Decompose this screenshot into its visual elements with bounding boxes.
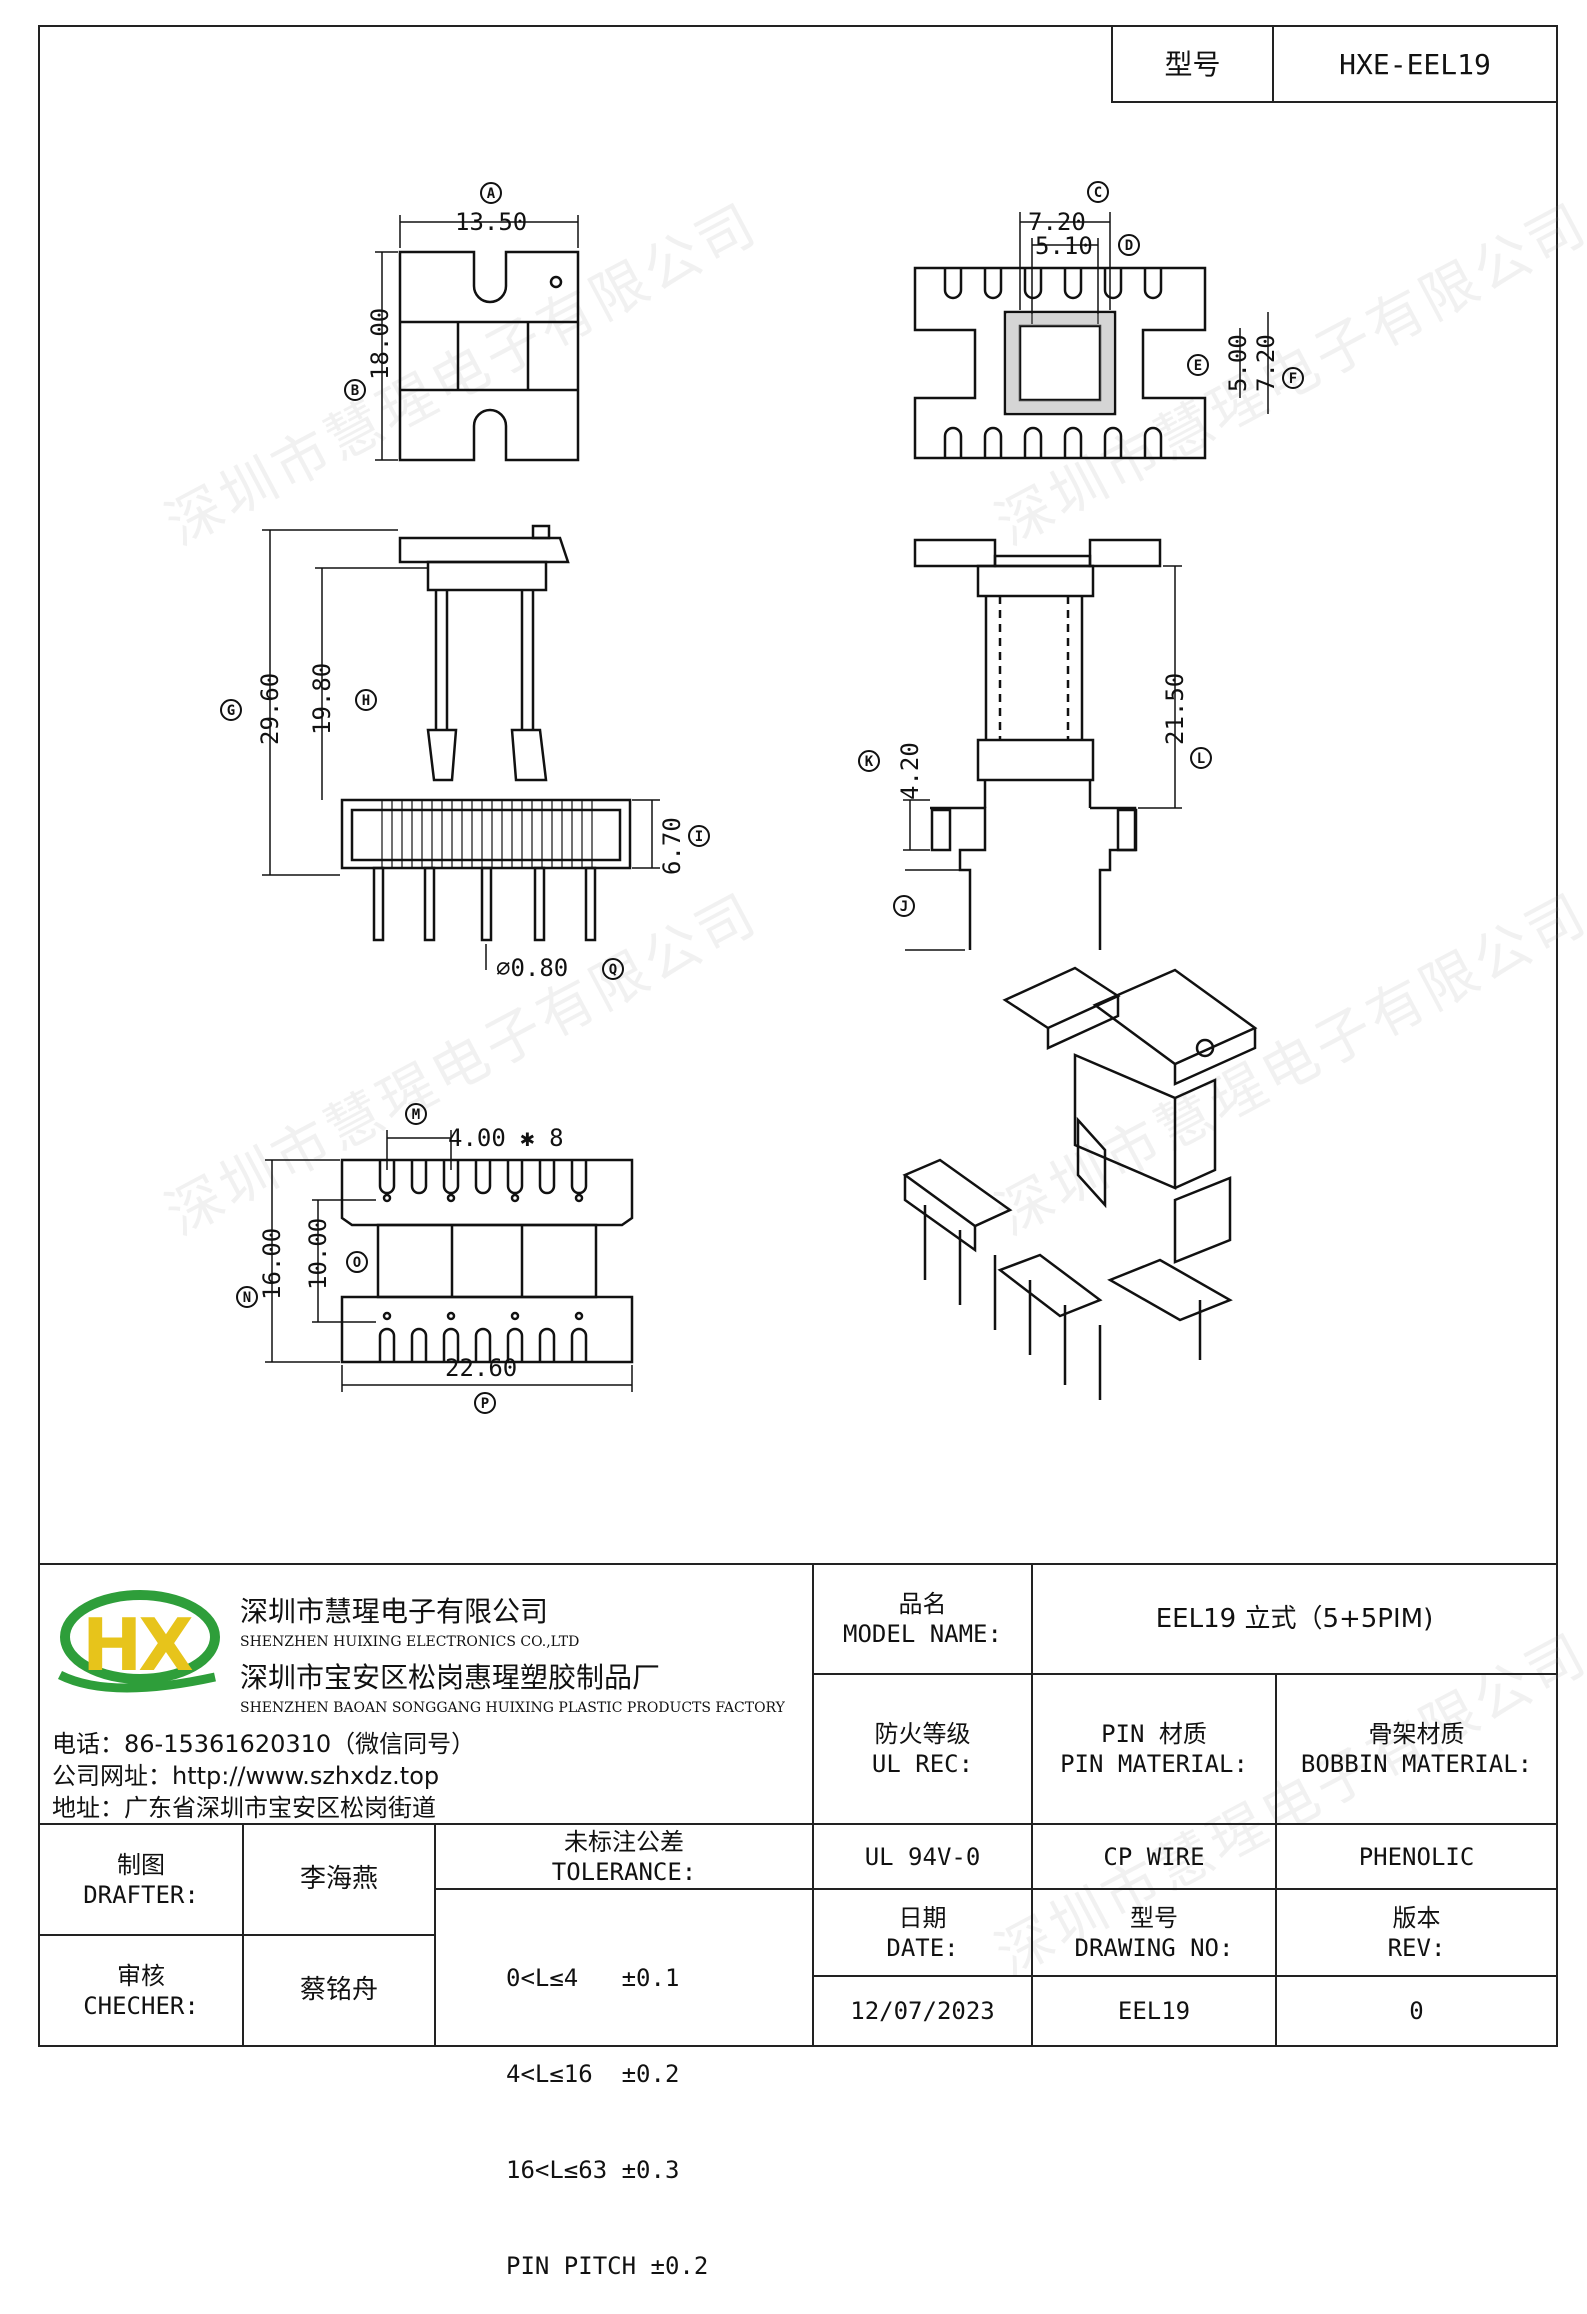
dim-N: 16.00 (258, 1228, 286, 1300)
dim-M: 4.00 ✱ 8 (448, 1124, 564, 1152)
company-address: 地址：广东省深圳市宝安区松岗街道 (52, 1794, 436, 1822)
letter-I: I (695, 829, 703, 845)
dim-O: 10.00 (304, 1218, 332, 1290)
dim-L: 21.50 (1161, 673, 1189, 745)
tolerance-line: 16<L≤63 ±0.3 (506, 2156, 680, 2184)
ul-rec-value: UL 94V-0 (864, 1842, 981, 1871)
dim-E: 5.00 (1224, 334, 1252, 392)
letter-A: A (487, 186, 496, 202)
drafter-cn: 制图 (117, 1850, 165, 1879)
drawing-no-en: DRAWING NO: (1074, 1933, 1234, 1962)
header-model-value: HXE-EEL19 (1339, 47, 1491, 81)
company-name-en: SHENZHEN HUIXING ELECTRONICS CO.,LTD (240, 1634, 580, 1650)
dim-P: 22.60 (445, 1354, 517, 1382)
letter-C: C (1094, 185, 1102, 201)
rev-label: 版本 REV: (1277, 1890, 1556, 1975)
tolerance-en: TOLERANCE: (551, 1857, 697, 1886)
date-label: 日期 DATE: (814, 1890, 1031, 1975)
model-name-label: 品名 MODEL NAME: (814, 1565, 1031, 1673)
letter-N: N (243, 1290, 251, 1306)
dim-H: 19.80 (308, 663, 336, 735)
letter-Q: Q (609, 962, 617, 978)
top-view (375, 215, 580, 462)
ul-rec-cn: 防火等级 (874, 1720, 971, 1748)
dimension-letters (220, 181, 1304, 1414)
company-name-cn: 深圳市慧瑆电子有限公司 (240, 1595, 549, 1628)
factory-name-en: SHENZHEN BAOAN SONGGANG HUIXING PLASTIC … (240, 1700, 785, 1716)
pin-material-value: CP WIRE (1103, 1842, 1205, 1871)
pin-material-en: PIN MATERIAL: (1060, 1750, 1248, 1778)
checker-cn: 审核 (117, 1961, 165, 1990)
bobbin-material-en: BOBBIN MATERIAL: (1300, 1750, 1533, 1778)
checker-label: 审核 CHECHER: (40, 1936, 242, 2045)
letter-F: F (1289, 371, 1297, 387)
letter-G: G (227, 703, 235, 719)
dim-A: 13.50 (455, 208, 527, 236)
bobbin-material-cn: 骨架材质 (1368, 1720, 1465, 1748)
drafter-en: DRAFTER: (83, 1880, 199, 1909)
dim-F: 7.20 (1252, 334, 1280, 392)
tolerance-line: PIN PITCH ±0.2 (506, 2252, 709, 2280)
ul-rec-label: 防火等级 UL REC: (814, 1675, 1031, 1823)
drafter-label: 制图 DRAFTER: (40, 1825, 242, 1934)
letter-K: K (865, 754, 874, 770)
letter-H: H (362, 693, 370, 709)
letter-J: J (900, 899, 908, 915)
letter-B: B (351, 383, 359, 399)
dim-C: 7.20 (1028, 208, 1086, 236)
pin-material-cn: PIN 材质 (1101, 1720, 1207, 1748)
company-website: 公司网址：http://www.szhxdz.top (52, 1762, 440, 1790)
drafter-name: 李海燕 (299, 1864, 378, 1895)
tolerance-line: 4<L≤16 ±0.2 (506, 2060, 680, 2088)
date-value: 12/07/2023 (850, 1997, 995, 2025)
ul-rec-en: UL REC: (871, 1750, 974, 1778)
bobbin-material-label: 骨架材质 BOBBIN MATERIAL: (1277, 1675, 1556, 1823)
date-cn: 日期 (898, 1903, 947, 1932)
drawing-no-value: EEL19 (1117, 1997, 1191, 2025)
rev-en: REV: (1387, 1933, 1446, 1962)
company-logo: HX (50, 1585, 220, 1700)
model-name-value: EEL19 立式（5+5PIM) (1155, 1603, 1434, 1634)
checker-en: CHECHER: (83, 1991, 199, 2020)
dim-G: 29.60 (256, 673, 284, 745)
tolerance-cn: 未标注公差 (564, 1827, 684, 1856)
logo-text: HX (82, 1603, 194, 1687)
letter-M: M (412, 1107, 420, 1123)
company-phone: 电话：86-15361620310（微信同号） (52, 1730, 476, 1758)
dim-D: 5.10 (1035, 232, 1093, 260)
tolerance-table: 0<L≤4 ±0.1 4<L≤16 ±0.2 16<L≤63 ±0.3 PIN … (506, 1898, 806, 2314)
bobbin-material-value: PHENOLIC (1358, 1842, 1475, 1871)
side-view (903, 538, 1182, 951)
checker-name: 蔡铭舟 (299, 1975, 378, 2006)
drawing-no-cn: 型号 (1130, 1903, 1178, 1932)
slot-view (913, 212, 1269, 460)
drawing-no-label: 型号 DRAWING NO: (1033, 1890, 1275, 1975)
dim-K: 4.20 (896, 742, 924, 800)
letter-P: P (481, 1396, 489, 1412)
model-name-en: MODEL NAME: (843, 1620, 1002, 1648)
date-en: DATE: (886, 1933, 959, 1962)
pin-material-label: PIN 材质 PIN MATERIAL: (1033, 1675, 1275, 1823)
technical-drawing: A B C D E F G H I J K L M N O P Q 13.50 … (220, 181, 1304, 1414)
factory-name-cn: 深圳市宝安区松岗惠瑆塑胶制品厂 (240, 1661, 661, 1694)
header-model-label: 型号 (1164, 47, 1221, 81)
letter-E: E (1194, 358, 1202, 374)
dim-Q: ⌀0.80 (496, 954, 568, 982)
letter-O: O (353, 1255, 361, 1271)
model-name-cn: 品名 (898, 1590, 947, 1618)
tolerance-label: 未标注公差 TOLERANCE: (436, 1825, 812, 1888)
rev-value: 0 (1409, 1997, 1424, 2025)
bottom-view (265, 1130, 634, 1392)
tolerance-line: 0<L≤4 ±0.1 (506, 1964, 680, 1992)
dim-I: 6.70 (658, 817, 686, 875)
dim-B: 18.00 (366, 308, 394, 380)
letter-D: D (1125, 238, 1133, 254)
front-view (262, 524, 660, 970)
rev-cn: 版本 (1392, 1903, 1441, 1932)
letter-L: L (1197, 751, 1205, 767)
drawing-sheet (38, 25, 1558, 2047)
isometric-view (902, 966, 1258, 1400)
